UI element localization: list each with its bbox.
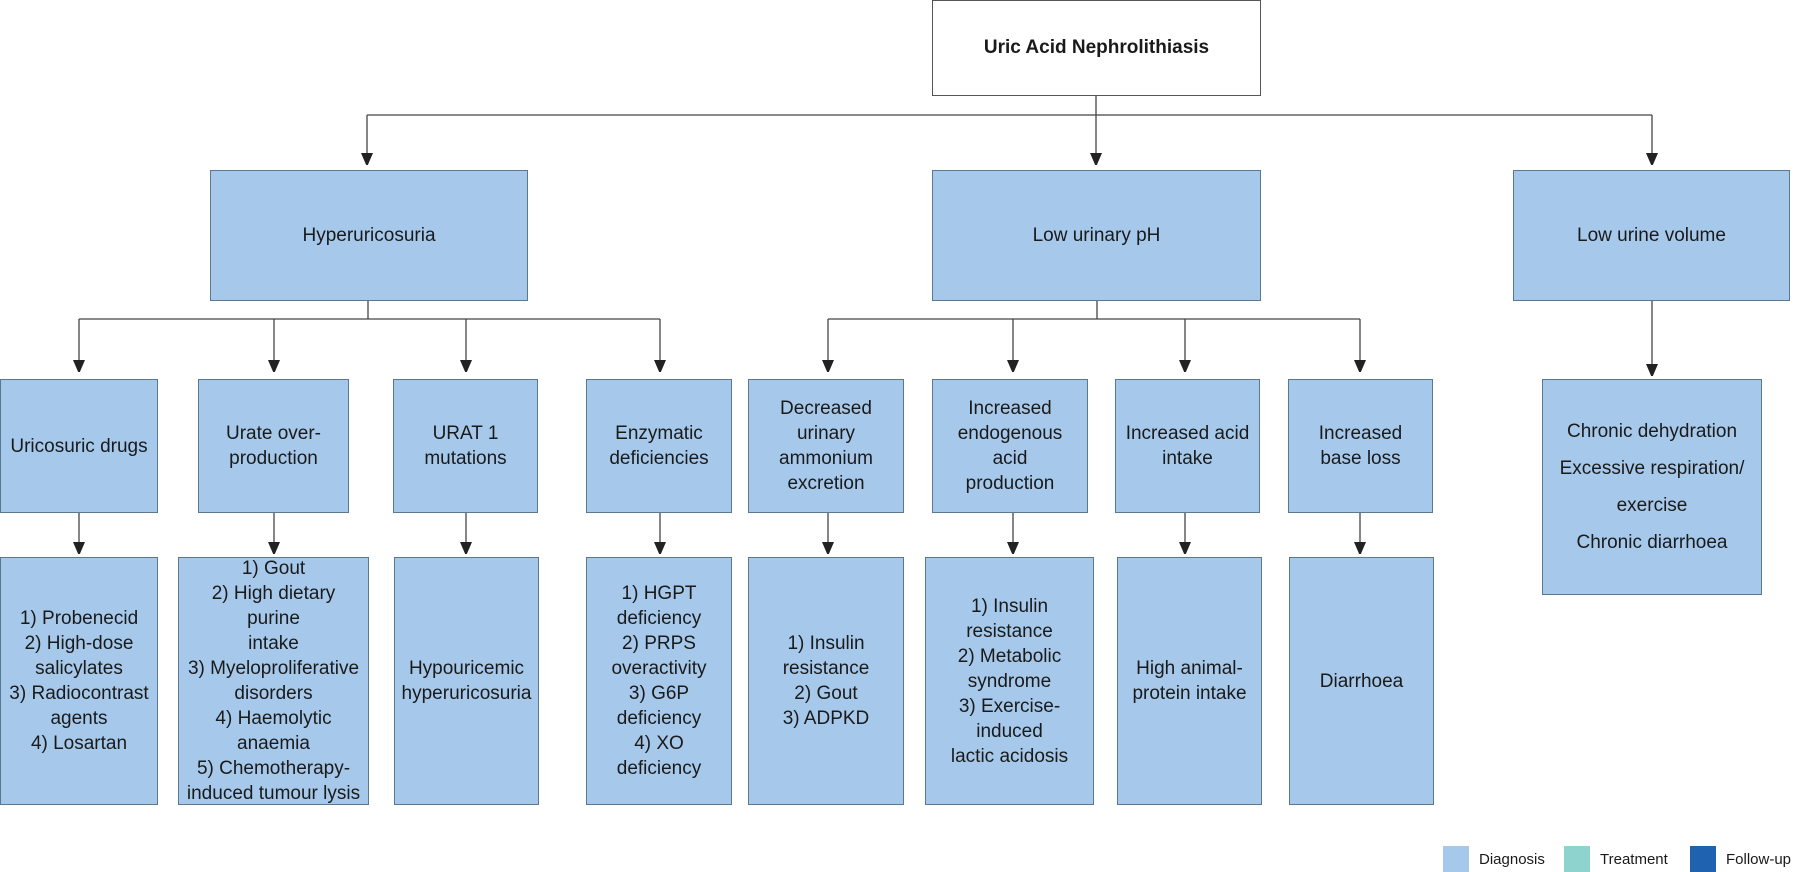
node-urat1-mutations: URAT 1 mutations <box>393 379 538 513</box>
detail-enzymatic-deficiencies: 1) HGPT deficiency 2) PRPS overactivity … <box>586 557 732 805</box>
root-node: Uric Acid Nephrolithiasis <box>932 0 1261 96</box>
node-hyperuricosuria: Hyperuricosuria <box>210 170 528 301</box>
detail-uricosuric-drugs: 1) Probenecid 2) High-dose salicylates 3… <box>0 557 158 805</box>
node-increased-acid-intake: Increased acid intake <box>1115 379 1260 513</box>
legend-followup: Follow-up <box>1690 846 1791 872</box>
legend-treatment: Treatment <box>1564 846 1668 872</box>
node-low-urinary-ph: Low urinary pH <box>932 170 1261 301</box>
node-decreased-ammonium: Decreased urinary ammonium excretion <box>748 379 904 513</box>
legend-diagnosis: Diagnosis <box>1443 846 1545 872</box>
node-endogenous-acid: Increased endogenous acid production <box>932 379 1088 513</box>
legend-followup-label: Follow-up <box>1726 850 1792 868</box>
followup-swatch <box>1690 846 1716 872</box>
treatment-swatch <box>1564 846 1590 872</box>
node-increased-base-loss: Increased base loss <box>1288 379 1433 513</box>
node-low-urine-volume: Low urine volume <box>1513 170 1790 301</box>
node-enzymatic-deficiencies: Enzymatic deficiencies <box>586 379 732 513</box>
node-uricosuric-drugs: Uricosuric drugs <box>0 379 158 513</box>
node-urate-overproduction: Urate over- production <box>198 379 349 513</box>
node-low-volume-causes: Chronic dehydration Excessive respiratio… <box>1542 379 1762 595</box>
detail-increased-base-loss: Diarrhoea <box>1289 557 1434 805</box>
legend-diagnosis-label: Diagnosis <box>1479 850 1545 868</box>
detail-urat1-mutations: Hypouricemic hyperuricosuria <box>394 557 539 805</box>
detail-increased-acid-intake: High animal- protein intake <box>1117 557 1262 805</box>
detail-decreased-ammonium: 1) Insulin resistance 2) Gout 3) ADPKD <box>748 557 904 805</box>
detail-urate-overproduction: 1) Gout 2) High dietary purine intake 3)… <box>178 557 369 805</box>
diagnosis-swatch <box>1443 846 1469 872</box>
legend-treatment-label: Treatment <box>1600 850 1668 868</box>
detail-endogenous-acid: 1) Insulin resistance 2) Metabolic syndr… <box>925 557 1094 805</box>
